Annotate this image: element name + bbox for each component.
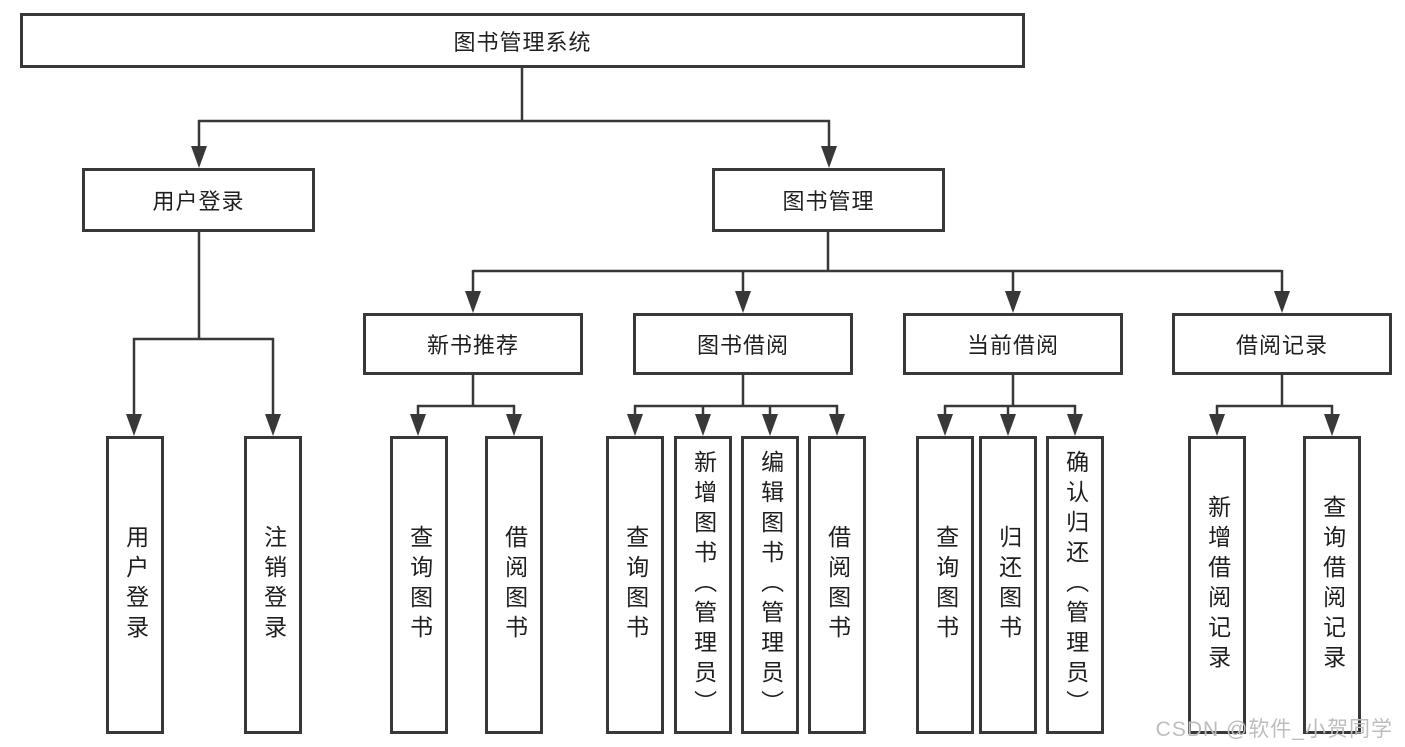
connector-bookmgmt-to-l3 [471, 232, 1284, 292]
node-root-label: 图书管理系统 [453, 29, 592, 55]
leaf-records-add-borrow-record-label: 新增借阅记录 [1204, 495, 1231, 675]
node-new-book-recommendation-label: 新书推荐 [426, 333, 519, 358]
node-current-borrowing: 当前借阅 [903, 313, 1123, 375]
leaf-borrowing-add-book-admin: 新增图书（管理员） [674, 436, 732, 734]
leaf-recommend-query-books: 查询图书 [390, 436, 448, 734]
arrowhead-icon [265, 414, 281, 436]
arrowhead-icon [821, 146, 837, 168]
connector-current-to-leaves [943, 375, 1077, 415]
leaf-recommend-borrow-books-label: 借阅图书 [501, 525, 528, 645]
connector-borrowing-to-leaves [633, 375, 839, 415]
node-book-borrowing-label: 图书借阅 [696, 333, 789, 358]
arrowhead-icon [937, 414, 953, 436]
arrowhead-icon [465, 291, 481, 313]
node-user-login: 用户登录 [82, 168, 315, 232]
connector-lines [132, 68, 1334, 415]
leaf-borrowing-borrow-books: 借阅图书 [808, 436, 866, 734]
arrowhead-icon [1067, 414, 1083, 436]
leaf-logout-label: 注销登录 [260, 525, 287, 645]
connector-records-to-leaves [1215, 375, 1334, 415]
leaf-current-query-books-label: 查询图书 [932, 525, 959, 645]
leaf-borrowing-query-books-label: 查询图书 [622, 525, 649, 645]
leaf-borrowing-borrow-books-label: 借阅图书 [824, 525, 851, 645]
leaf-records-add-borrow-record: 新增借阅记录 [1188, 436, 1246, 734]
node-book-management-label: 图书管理 [782, 189, 875, 214]
arrowhead-icon [695, 414, 711, 436]
node-root: 图书管理系统 [20, 13, 1025, 68]
arrowhead-icon [1209, 414, 1225, 436]
leaf-records-query-borrow-record: 查询借阅记录 [1303, 436, 1361, 734]
arrowhead-icon [191, 146, 207, 168]
csdn-watermark: CSDN @软件_小贺同学 [1155, 718, 1393, 741]
leaf-records-query-borrow-record-label: 查询借阅记录 [1319, 495, 1346, 675]
arrowheads [126, 146, 1340, 436]
leaf-current-return-book: 归还图书 [979, 436, 1037, 734]
arrowhead-icon [762, 414, 778, 436]
leaf-current-query-books: 查询图书 [916, 436, 974, 734]
arrowhead-icon [126, 414, 142, 436]
leaf-current-return-book-label: 归还图书 [995, 525, 1022, 645]
leaf-user-login: 用户登录 [106, 436, 164, 734]
leaf-user-login-label: 用户登录 [122, 525, 149, 645]
arrowhead-icon [1000, 414, 1016, 436]
node-borrowing-records: 借阅记录 [1172, 313, 1392, 375]
leaf-current-confirm-return-admin: 确认归还（管理员） [1046, 436, 1104, 734]
leaf-recommend-borrow-books: 借阅图书 [485, 436, 543, 734]
node-book-management: 图书管理 [712, 168, 945, 232]
connector-root-to-l2 [197, 68, 831, 147]
leaf-borrowing-add-book-admin-label: 新增图书（管理员） [690, 450, 717, 720]
node-current-borrowing-label: 当前借阅 [966, 333, 1059, 358]
leaf-current-confirm-return-admin-label: 确认归还（管理员） [1062, 450, 1089, 720]
arrowhead-icon [1274, 291, 1290, 313]
leaf-borrowing-edit-book-admin: 编辑图书（管理员） [741, 436, 799, 734]
arrowhead-icon [627, 414, 643, 436]
arrowhead-icon [1005, 291, 1021, 313]
arrowhead-icon [1324, 414, 1340, 436]
node-user-login-label: 用户登录 [152, 189, 245, 214]
leaf-borrowing-query-books: 查询图书 [606, 436, 664, 734]
leaf-recommend-query-books-label: 查询图书 [406, 525, 433, 645]
arrowhead-icon [506, 414, 522, 436]
connector-userlogin-to-leaves [132, 232, 275, 415]
arrowhead-icon [410, 414, 426, 436]
arrowhead-icon [829, 414, 845, 436]
node-borrowing-records-label: 借阅记录 [1235, 333, 1328, 358]
arrowhead-icon [735, 291, 751, 313]
leaf-logout: 注销登录 [244, 436, 302, 734]
node-book-borrowing: 图书借阅 [633, 313, 853, 375]
connector-recommend-to-leaves [416, 375, 516, 415]
node-new-book-recommendation: 新书推荐 [363, 313, 583, 375]
leaf-borrowing-edit-book-admin-label: 编辑图书（管理员） [757, 450, 784, 720]
